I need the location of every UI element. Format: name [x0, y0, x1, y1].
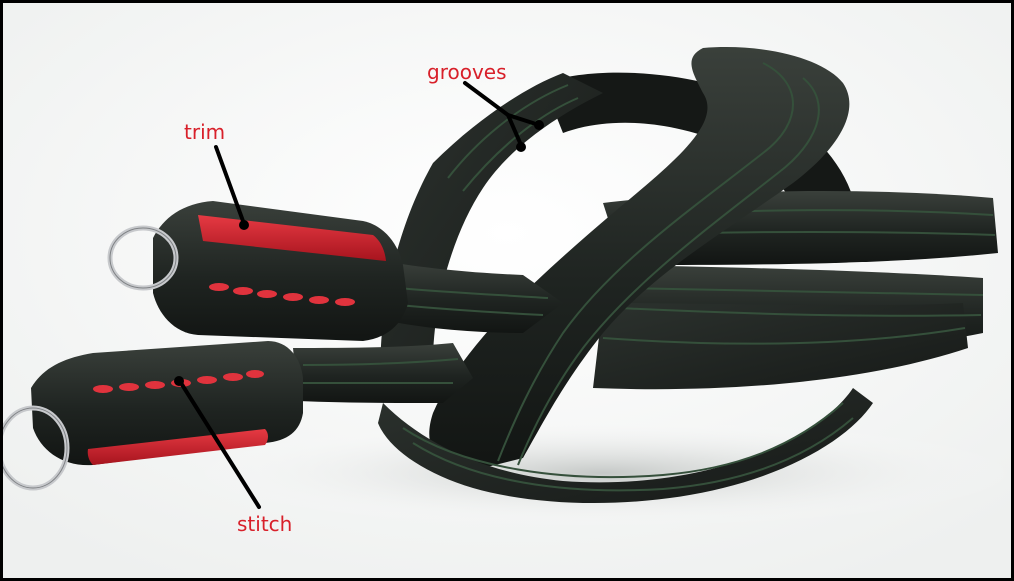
groove-lines-upper-arm: [397, 287, 549, 316]
floor-shadow: [183, 418, 1011, 528]
groove-lines-lower-arm: [302, 358, 459, 385]
strap-upper-arm: [383, 261, 563, 333]
grooves-pointer-dot-1: [534, 120, 544, 130]
grooves-leader: [463, 81, 541, 147]
groove-lines-bottom: [402, 402, 854, 492]
strap-front-cross: [429, 47, 850, 473]
label-trim: trim: [184, 120, 226, 144]
grooves-pointer-dot-2: [516, 142, 526, 152]
label-grooves: grooves: [427, 60, 507, 84]
split-ring-icon: [107, 225, 179, 291]
groove-lines-cross: [497, 62, 820, 466]
upper-stitching: [209, 283, 355, 306]
trim-leader: [214, 145, 245, 223]
lower-trim: [87, 429, 268, 465]
strap-layer-bottom-right: [593, 303, 968, 390]
trim-pointer-dot: [239, 220, 249, 230]
camera-strap-photo: [3, 3, 1011, 578]
stitch-leader: [179, 381, 261, 509]
split-ring-icon: [3, 405, 70, 491]
label-stitch: stitch: [237, 512, 293, 536]
stitch-pointer-dot: [174, 376, 184, 386]
strap-lower-arm: [293, 343, 473, 403]
